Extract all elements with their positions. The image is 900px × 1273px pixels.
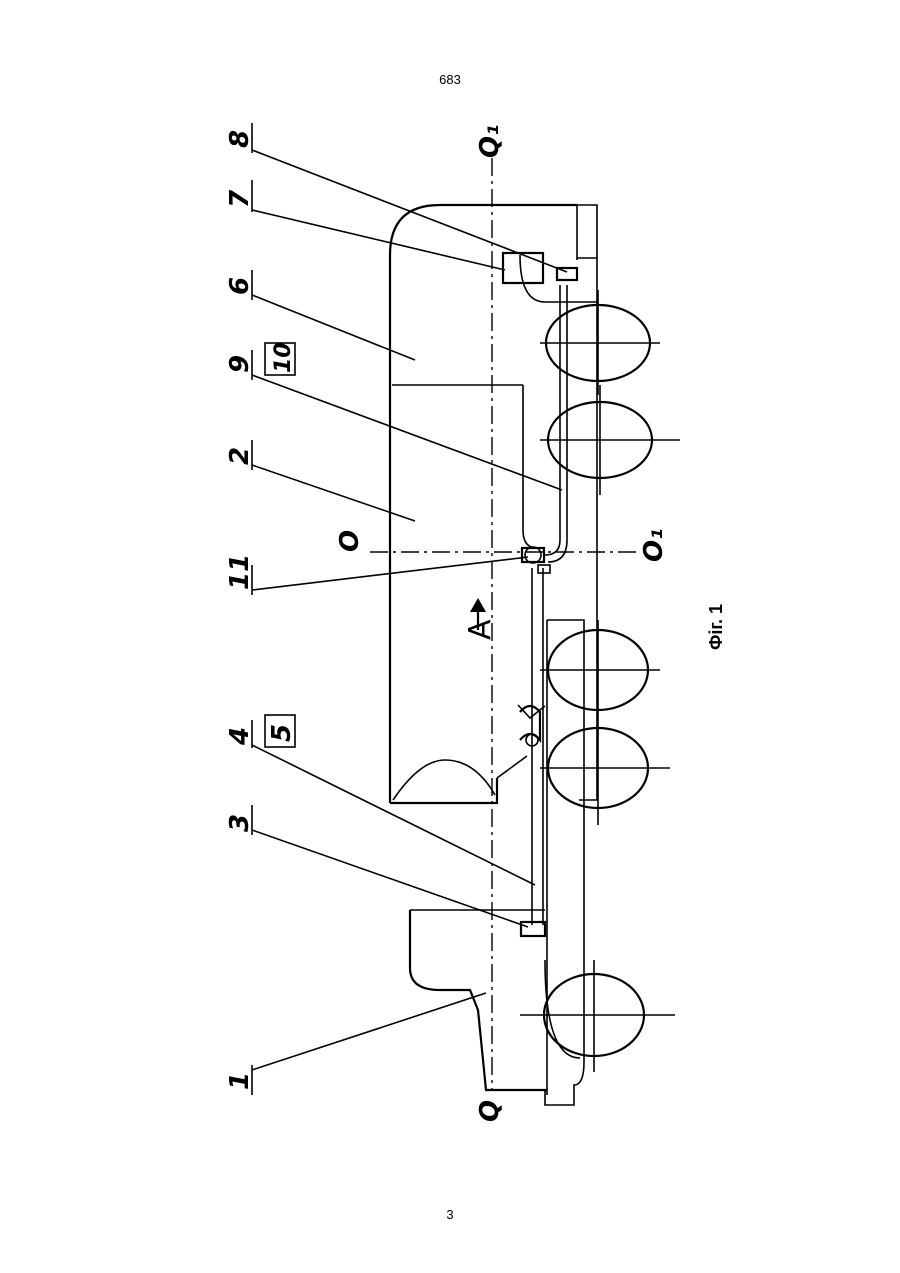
label-o1: O₁ (639, 529, 669, 563)
label-o: O (335, 530, 365, 552)
figure-caption: Фіг. 1 (706, 604, 726, 650)
label-9: 9 (225, 355, 255, 373)
label-6: 6 (225, 277, 255, 295)
figure-frame (160, 108, 735, 1116)
label-a: A (463, 619, 498, 640)
label-1: 1 (225, 1072, 255, 1090)
page-number-bottom: 3 (0, 1207, 900, 1222)
label-3: 3 (225, 814, 255, 832)
label-4: 4 (225, 727, 255, 746)
label-7: 7 (225, 189, 255, 208)
label-q1: Q₁ (475, 125, 505, 159)
label-5: 5 (267, 724, 297, 742)
label-11: 11 (225, 554, 255, 590)
label-8: 8 (225, 130, 255, 148)
label-10: 10 (271, 342, 296, 373)
label-2: 2 (225, 447, 255, 465)
label-q: Q (475, 1100, 505, 1122)
